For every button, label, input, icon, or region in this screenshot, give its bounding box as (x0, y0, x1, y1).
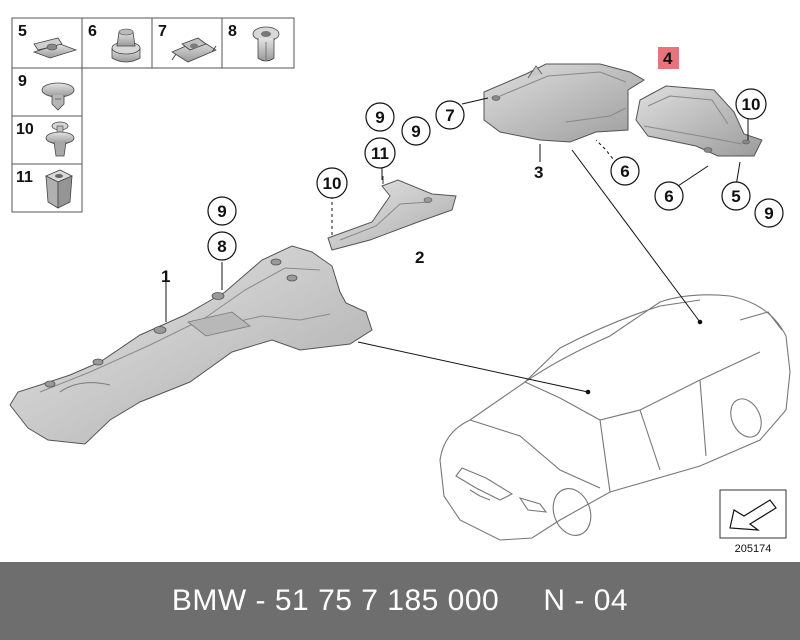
callout-6-right[interactable]: 6 (610, 156, 640, 186)
callout-number: 9 (411, 122, 420, 141)
callout-number: 1 (161, 267, 170, 286)
clip-nut-icon (32, 37, 78, 59)
callout-number: 11 (371, 144, 389, 163)
expanding-rivet-icon (252, 26, 280, 62)
parts-grid-cell-5: 5 (18, 23, 78, 59)
parts-cell-number: 5 (18, 23, 27, 40)
callout-9-right[interactable]: 9 (754, 198, 784, 228)
callout-3[interactable]: 3 (534, 163, 543, 182)
plastic-rivet-icon (45, 121, 75, 157)
callout-number: 6 (620, 162, 629, 181)
parts-grid (11, 17, 295, 213)
callout-number: 9 (217, 202, 226, 221)
parts-diagram: 5 6 7 8 9 (9, 17, 791, 555)
callout-number: 2 (415, 248, 424, 267)
callout-4[interactable]: 4 (663, 49, 673, 68)
part-4-highlight (658, 47, 679, 69)
square-nut-icon (45, 169, 73, 209)
tray-part-3 (483, 63, 645, 143)
callout-number: 3 (534, 163, 543, 182)
spring-clip-icon (171, 37, 217, 63)
callout-number: 10 (323, 174, 342, 193)
callout-9-upper[interactable]: 9 (401, 116, 431, 146)
reference-number: 205174 (735, 543, 772, 555)
underbody-panel-part-1 (9, 245, 373, 445)
part-number-label: BMW - 51 75 7 185 000 N - 04 (171, 584, 629, 617)
push-rivet-icon (41, 82, 75, 111)
parts-cell-number: 8 (228, 23, 237, 40)
leader-lines (165, 97, 749, 395)
parts-grid-cell-9: 9 (18, 73, 75, 111)
parts-grid-cell-11: 11 (16, 169, 73, 209)
parts-cell-number: 11 (16, 169, 33, 186)
callout-9-mid[interactable]: 9 (365, 102, 395, 132)
callout-1[interactable]: 1 (161, 267, 170, 286)
callout-5[interactable]: 5 (721, 181, 751, 211)
parts-grid-cell-8: 8 (228, 23, 280, 62)
callout-2[interactable]: 2 (415, 248, 424, 267)
callout-10-right[interactable]: 10 (735, 88, 767, 120)
parts-cell-number: 10 (16, 121, 34, 138)
callout-9-left[interactable]: 9 (207, 196, 237, 226)
callout-6-lower[interactable]: 6 (654, 181, 684, 211)
direction-arrow-icon (729, 499, 777, 531)
callout-number: 10 (742, 95, 761, 114)
callout-number: 7 (445, 106, 454, 125)
callout-11[interactable]: 11 (364, 137, 396, 169)
parts-cell-number: 6 (88, 23, 97, 40)
vehicle-outline (439, 294, 791, 541)
part-number-footer: BMW - 51 75 7 185 000 N - 04 (0, 562, 800, 640)
parts-grid-cell-10: 10 (16, 121, 75, 157)
parts-grid-cell-6: 6 (88, 23, 141, 63)
box-part-4 (635, 85, 763, 157)
callout-7[interactable]: 7 (435, 100, 465, 130)
callout-number: 6 (664, 187, 673, 206)
hex-nut-icon (111, 28, 141, 63)
callout-number: 8 (217, 237, 226, 256)
callout-number: 5 (731, 187, 740, 206)
parts-grid-cell-7: 7 (158, 23, 217, 63)
callout-number: 9 (375, 108, 384, 127)
parts-cell-number: 7 (158, 23, 167, 40)
underbody-panel-part-2 (327, 176, 457, 251)
parts-cell-number: 9 (18, 73, 27, 90)
callout-number: 4 (663, 49, 673, 68)
reference-badge: 205174 (719, 489, 787, 555)
callout-8[interactable]: 8 (207, 231, 237, 261)
callout-number: 9 (764, 204, 773, 223)
callout-10-left[interactable]: 10 (316, 167, 348, 199)
